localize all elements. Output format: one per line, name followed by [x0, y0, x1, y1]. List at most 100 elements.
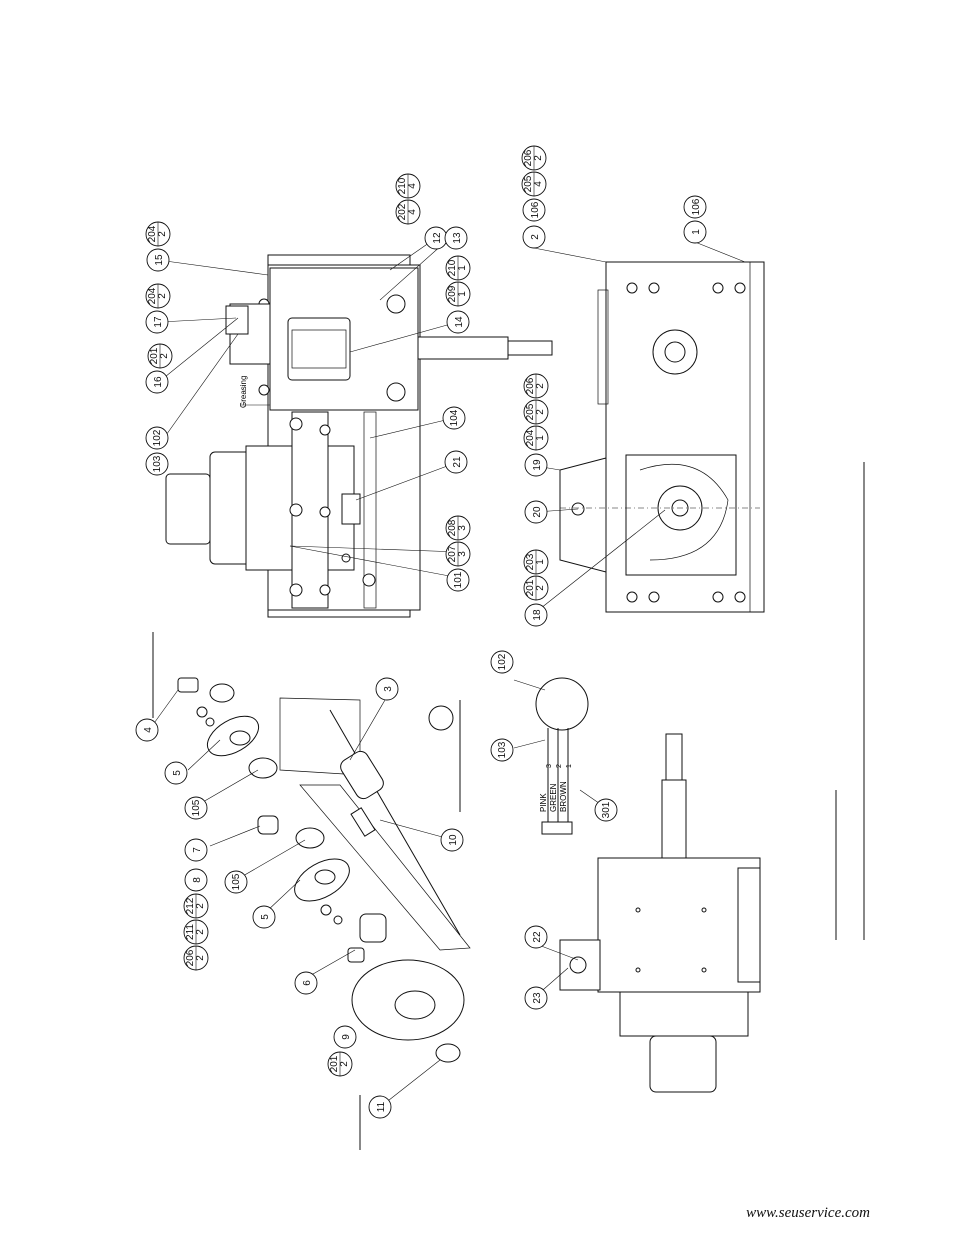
wire-brown-label: BROWN: [559, 781, 568, 812]
end-shaft: [661, 779, 687, 859]
callout-17: 17: [145, 310, 169, 334]
svg-text:201: 201: [525, 579, 536, 596]
mount-hole: [626, 591, 638, 603]
svg-text:5: 5: [260, 914, 271, 920]
bearing-bore: [314, 869, 336, 885]
callout-102-b: 102: [490, 650, 514, 674]
footer-url[interactable]: www.seuservice.com: [746, 1205, 870, 1221]
svg-text:2: 2: [157, 231, 168, 237]
nut: [362, 573, 376, 587]
svg-text:204: 204: [147, 225, 158, 242]
svg-text:18: 18: [532, 609, 543, 621]
svg-text:103: 103: [497, 741, 508, 758]
mount-hole: [734, 282, 746, 294]
bolt-head: [177, 677, 199, 693]
connector: [541, 821, 573, 835]
svg-text:201: 201: [149, 347, 160, 364]
wire-green-label: GREEN: [549, 783, 558, 812]
callout-6: 6: [294, 971, 318, 995]
svg-text:103: 103: [152, 455, 163, 472]
callout-10: 10: [440, 828, 464, 852]
motor-back: [649, 1035, 717, 1093]
callout-20: 20: [524, 500, 548, 524]
motor-end-view: [559, 733, 761, 1093]
qty-callout-206-a: 206 2: [521, 145, 547, 171]
svg-text:2: 2: [530, 234, 541, 240]
svg-text:2: 2: [195, 929, 206, 935]
qty-callout-210-b: 210 1: [445, 255, 471, 281]
callout-2: 2: [522, 225, 546, 249]
svg-text:4: 4: [533, 181, 544, 187]
qty-callout-209: 209 1: [445, 281, 471, 307]
svg-text:208: 208: [447, 519, 458, 536]
svg-text:22: 22: [532, 931, 543, 943]
callout-19: 19: [524, 453, 548, 477]
callout-105-a: 105: [184, 796, 208, 820]
svg-text:13: 13: [452, 232, 463, 244]
callout-13: 13: [444, 226, 468, 250]
bearing-seal: [295, 827, 325, 849]
callout-7: 7: [184, 838, 208, 862]
callout-14: 14: [446, 310, 470, 334]
svg-text:17: 17: [153, 316, 164, 328]
shaft-key: [350, 807, 376, 837]
callout-103-a: 103: [145, 452, 169, 476]
callout-22: 22: [524, 925, 548, 949]
projection-frame: [299, 784, 471, 951]
callout-5-b: 5: [252, 905, 276, 929]
svg-text:15: 15: [154, 254, 165, 266]
bolt: [319, 584, 331, 596]
output-bore: [664, 341, 686, 363]
gear-window: [287, 317, 351, 381]
set-screw: [347, 947, 365, 963]
grease-nipple: [257, 815, 279, 835]
svg-text:204: 204: [147, 287, 158, 304]
qty-callout-210-a: 210 4: [395, 173, 421, 199]
svg-text:211: 211: [185, 924, 196, 940]
grease-fitting: [225, 305, 249, 335]
svg-text:3: 3: [383, 686, 394, 692]
svg-text:202: 202: [397, 203, 408, 220]
front-bracket: [597, 289, 609, 405]
screw-hole: [701, 967, 707, 973]
callout-1: 1: [683, 220, 707, 244]
svg-text:3: 3: [457, 551, 468, 557]
wire-pink-label: PINK: [539, 793, 548, 812]
qty-callout-208: 208 3: [445, 515, 471, 541]
callout-102-a: 102: [145, 426, 169, 450]
callout-9: 9: [333, 1025, 357, 1049]
callout-18: 18: [524, 603, 548, 627]
qty-callout-205-b: 205 2: [523, 399, 549, 425]
pin-3-label: 3: [546, 764, 553, 768]
callout-16: 16: [145, 370, 169, 394]
shaft-tip: [507, 340, 553, 356]
washer: [320, 904, 332, 916]
frame-rail: [363, 411, 377, 609]
qty-callout-206-b: 206 2: [523, 373, 549, 399]
svg-text:8: 8: [192, 877, 203, 883]
svg-text:4: 4: [407, 183, 418, 189]
svg-text:2: 2: [159, 353, 170, 359]
svg-text:2: 2: [195, 955, 206, 961]
svg-text:206: 206: [523, 149, 534, 166]
svg-text:23: 23: [532, 992, 543, 1004]
screw-hole: [635, 907, 641, 913]
drive-chain: [639, 463, 729, 561]
bolt: [289, 583, 303, 597]
washer: [196, 706, 208, 718]
callout-5-a: 5: [164, 761, 188, 785]
svg-text:11: 11: [376, 1101, 387, 1112]
callout-106-b: 106: [522, 198, 546, 222]
callout-106-a: 106: [683, 195, 707, 219]
svg-text:209: 209: [447, 285, 458, 302]
qty-callout-202: 202 4: [395, 199, 421, 225]
spacer: [359, 913, 387, 943]
ref-circle: [428, 705, 454, 731]
svg-text:6: 6: [302, 980, 313, 986]
svg-text:205: 205: [525, 403, 536, 420]
qty-callout-203: 203 1: [523, 549, 549, 575]
svg-text:1: 1: [691, 229, 702, 235]
worm-gear: [291, 329, 347, 369]
svg-text:212: 212: [185, 897, 196, 914]
